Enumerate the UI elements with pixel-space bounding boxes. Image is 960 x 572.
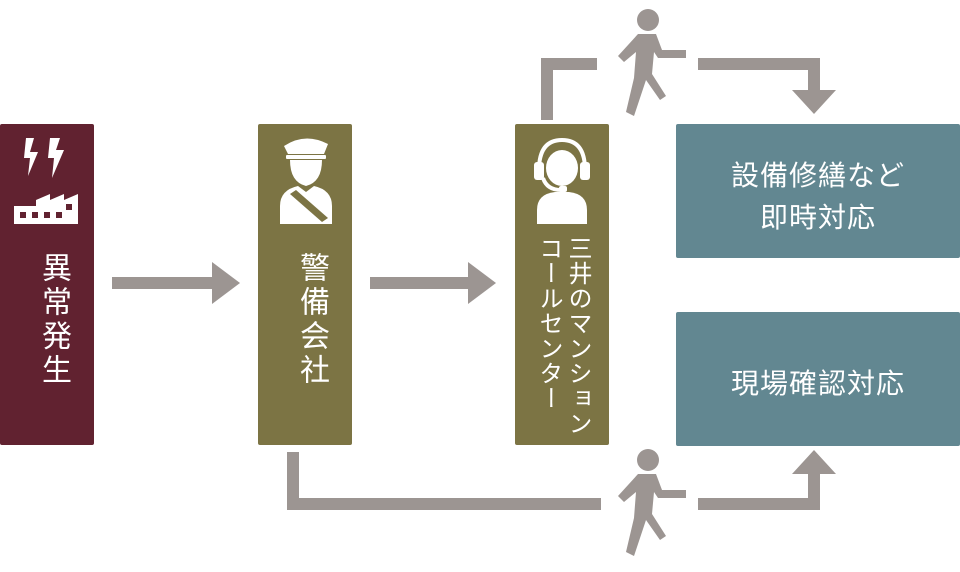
walking-person-icon <box>618 449 686 556</box>
security-company-label: 警備会社 <box>294 252 329 388</box>
onsite-check-box: 現場確認対応 <box>676 312 960 446</box>
call-center-label-line2: コールセンター <box>535 236 563 411</box>
arrow-security-to-onsite <box>287 450 836 510</box>
guard-icon <box>280 138 332 224</box>
repair-label-line2: 即時対応 <box>759 201 876 234</box>
security-company-box: 警備会社 <box>258 124 352 445</box>
arrow-incident-to-security <box>112 262 240 304</box>
arrow-callcenter-to-repair <box>541 58 836 120</box>
call-center-label-line1: 三井のマンション <box>564 236 592 436</box>
call-center-box: 三井のマンション コールセンター <box>515 124 609 445</box>
repair-label-line1: 設備修繕など <box>730 159 905 192</box>
incident-box: 異常発生 <box>0 124 94 445</box>
headset-operator-icon <box>534 137 590 224</box>
factory-lightning-icon <box>14 138 78 224</box>
walking-person-icon <box>618 9 686 116</box>
arrow-security-to-callcenter <box>370 262 496 304</box>
incident-label: 異常発生 <box>36 252 71 388</box>
onsite-label: 現場確認対応 <box>730 367 905 400</box>
repair-response-box: 設備修繕など 即時対応 <box>676 124 960 258</box>
